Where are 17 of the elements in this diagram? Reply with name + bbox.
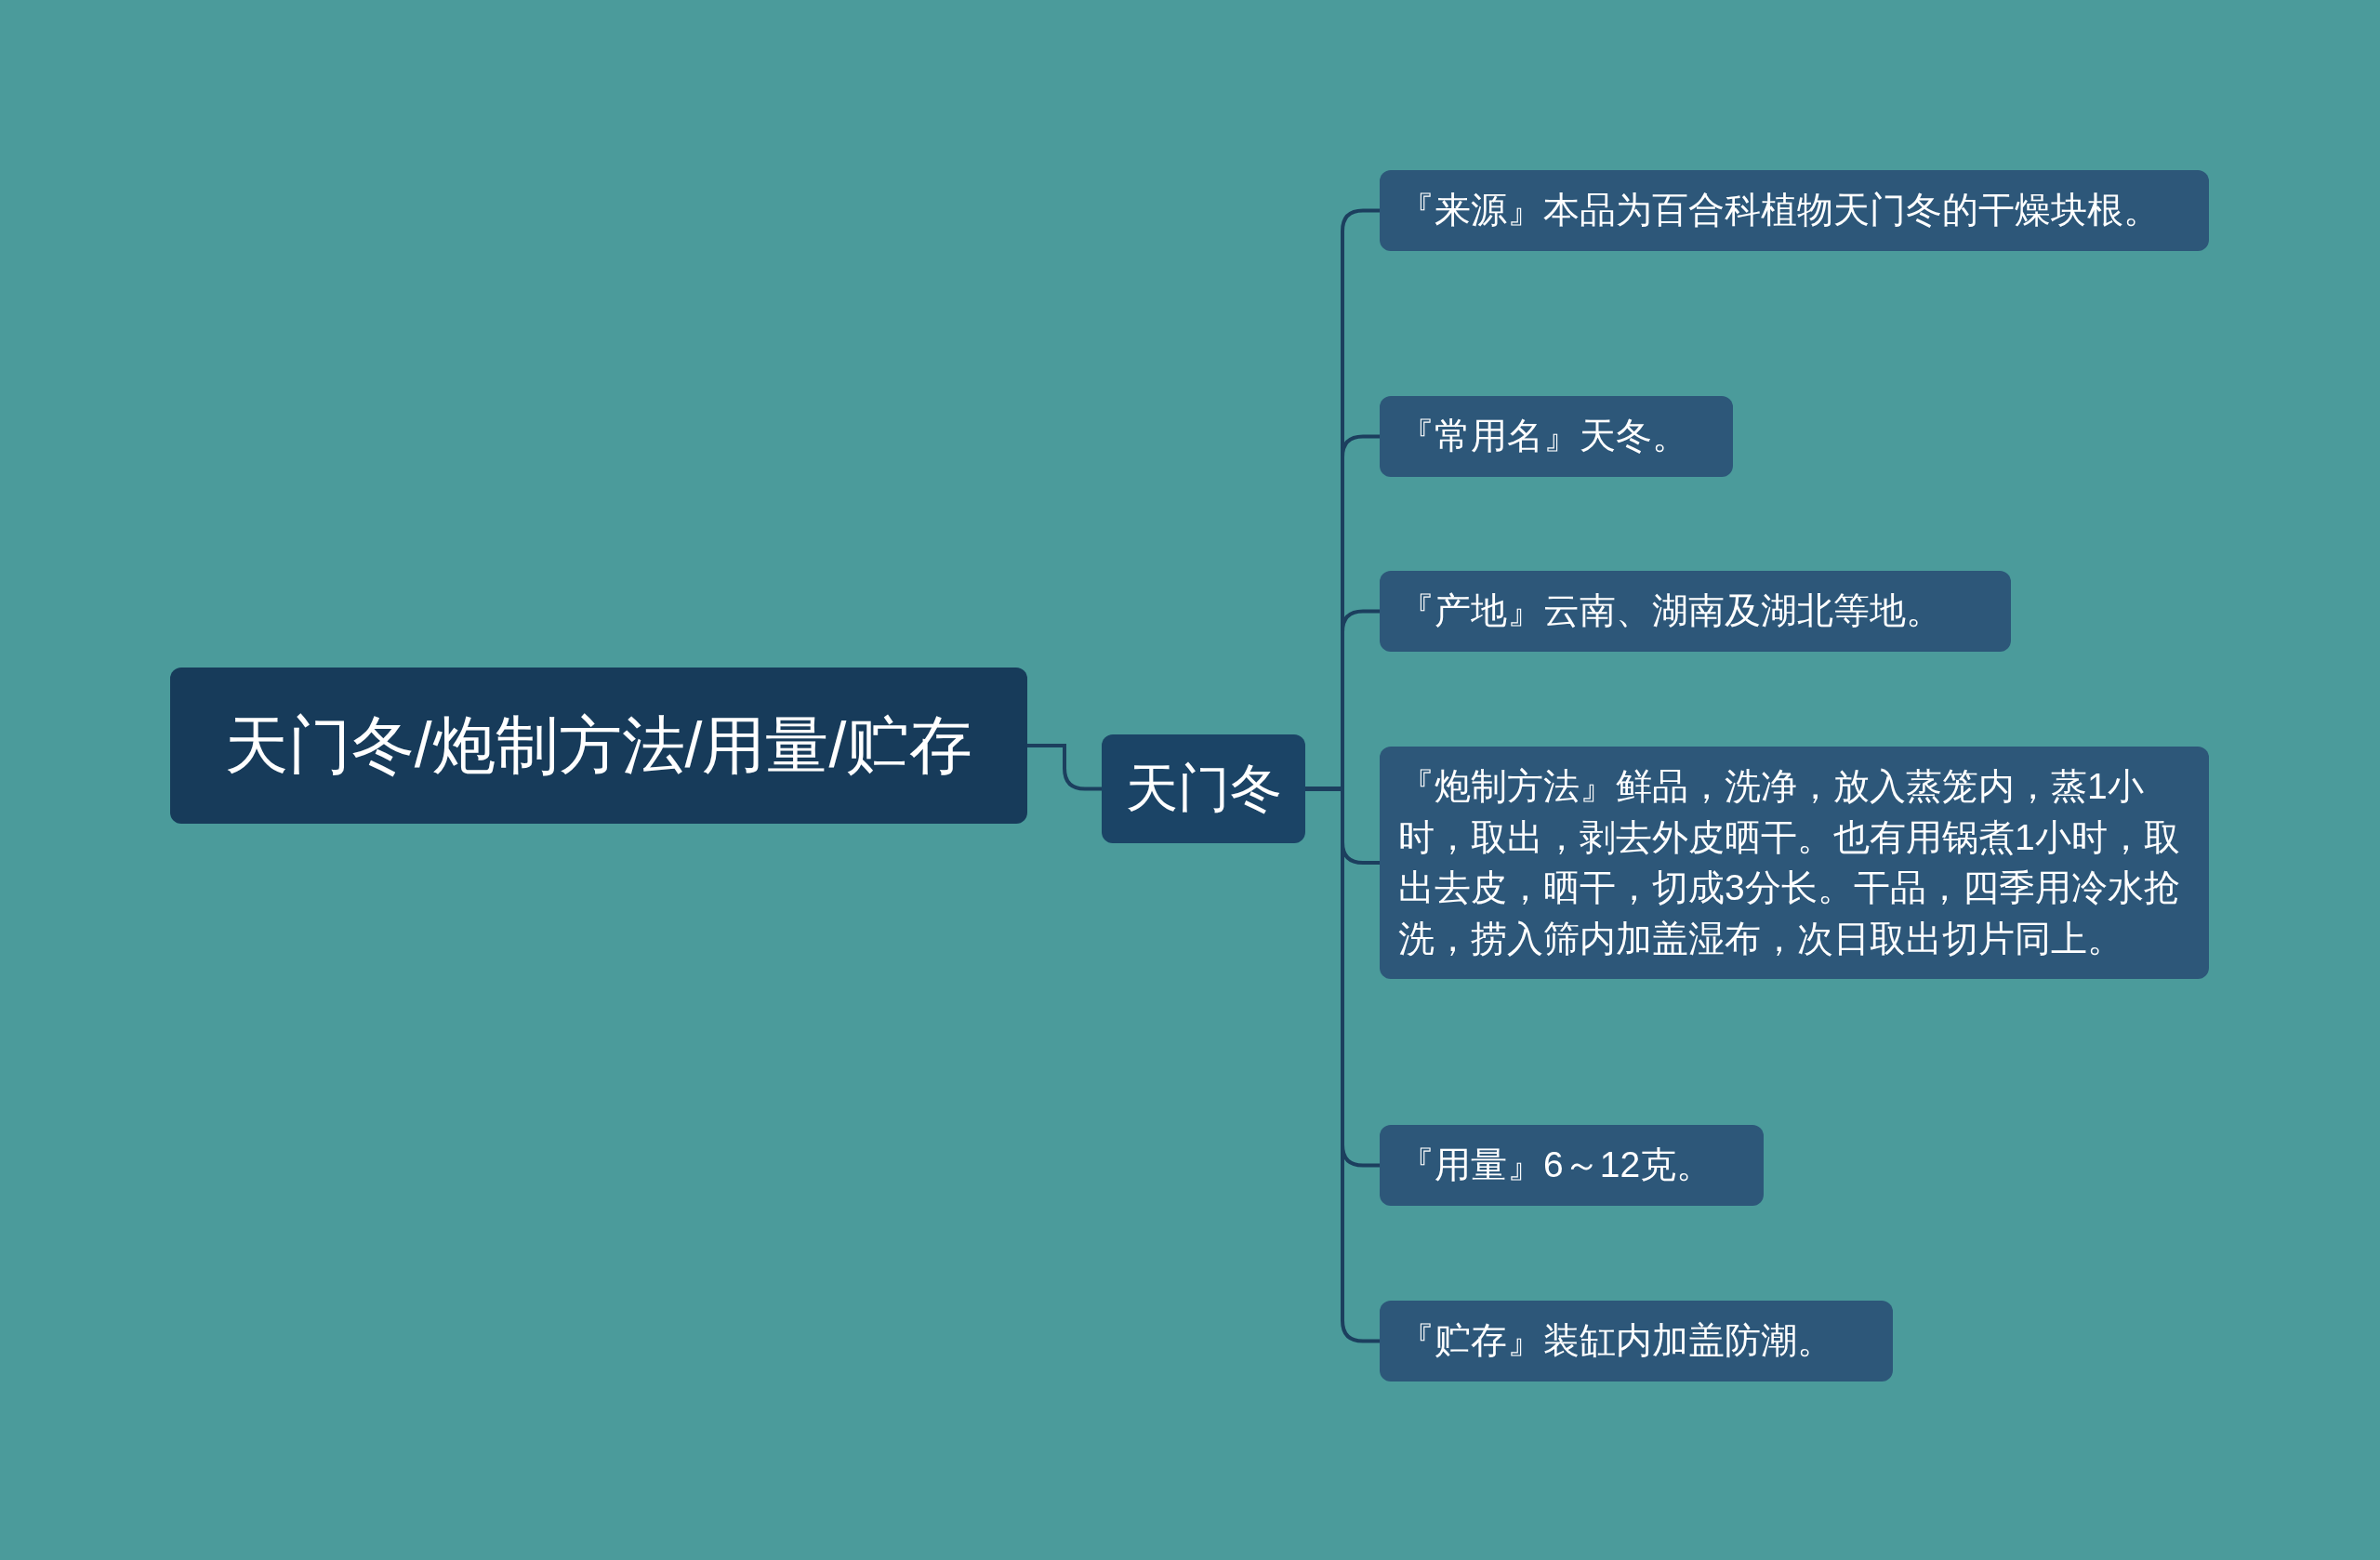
- detail-box: [1380, 1301, 1893, 1382]
- detail-box: [1380, 571, 2011, 652]
- node-text: 天门冬/炮制方法/用量/贮存: [223, 708, 974, 782]
- detail-box: [1380, 396, 1733, 477]
- detail-box: [1380, 170, 2209, 251]
- node-text: 天门冬: [1124, 758, 1283, 819]
- subtopic-box: [1102, 734, 1305, 843]
- detail-box: [1380, 1125, 1764, 1206]
- node-text: 『产地』云南、湖南及湖北等地。: [1398, 589, 1943, 632]
- node-text: 『炮制方法』鲜品，洗净，放入蒸笼内，蒸1小时，取出，剥去外皮晒干。也有用锅煮1小时，取出去皮，晒干，切成3分长。干品，四季用冷水抢洗，捞入筛内加盖湿布，次日取出切片同上。: [1398, 765, 2181, 960]
- node-text: 『常用名』天冬。: [1398, 415, 1689, 457]
- topic-box: [170, 668, 1027, 824]
- node-text: 『贮存』装缸内加盖防潮。: [1398, 1319, 1834, 1362]
- detail-box: [1380, 747, 2209, 980]
- node-text: 『来源』本品为百合科植物天门冬的干燥块根。: [1398, 189, 2161, 231]
- connector-line: [1027, 744, 1102, 791]
- node-text: 『用量』6～12克。: [1398, 1144, 1714, 1186]
